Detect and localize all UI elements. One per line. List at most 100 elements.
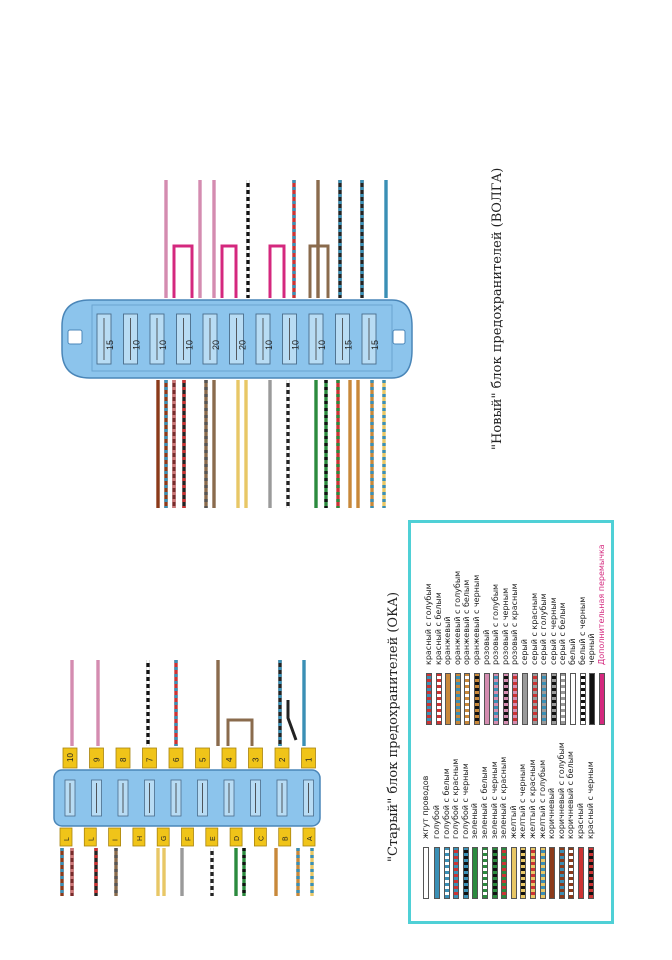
old-brown-bridge	[226, 718, 254, 746]
legend-right-swatch	[598, 673, 605, 725]
old-top-bend	[286, 700, 298, 741]
legend-left-label: красный	[576, 803, 585, 839]
new-block-mount-hole-left	[67, 329, 83, 345]
legend-left-label: желтый	[508, 805, 518, 839]
new-fuse-number: 20	[211, 340, 221, 350]
legend-right-label: белый	[568, 638, 577, 665]
legend-left-swatch	[434, 847, 440, 899]
new-brown-bridge	[308, 244, 330, 298]
old-bottom-terminal	[108, 827, 121, 847]
legend-left-swatch	[453, 847, 460, 899]
legend-left-swatch	[472, 847, 479, 899]
legend-right-swatch	[426, 673, 432, 725]
old-bottom-terminal	[181, 827, 194, 847]
legend-left-swatch	[558, 847, 565, 899]
new-fuse-number: 20	[238, 340, 248, 350]
old-bottom-label: E	[210, 836, 217, 841]
legend-right-label: розовый с красным	[510, 583, 520, 665]
old-bottom-terminal	[253, 827, 267, 847]
legend-left-label: голубой с черным	[460, 763, 470, 839]
legend-right-swatch	[579, 673, 586, 725]
legend-right-label: красный с голубым	[424, 583, 433, 665]
legend-right-label: серый с голубым	[539, 593, 549, 665]
legend-right-label: розовый с черным	[500, 587, 510, 665]
old-block-caption: "Старый" блок предохранителей (ОКА)	[386, 591, 401, 862]
legend-left-label: зеленый с красным	[499, 756, 509, 839]
legend-right-label: оранжевый с голубым	[452, 570, 462, 665]
old-top-terminal	[62, 747, 78, 769]
legend-right-label: белый с черным	[577, 596, 587, 665]
old-top-terminal	[221, 747, 237, 769]
old-top-label: 7	[146, 757, 155, 762]
new-fuse-number: 10	[185, 340, 195, 350]
new-jumper	[172, 244, 194, 298]
legend-left-label: желтый с черным	[518, 763, 528, 839]
legend-right-swatch	[483, 673, 490, 725]
old-bottom-label: C	[258, 836, 265, 841]
legend-right-swatch	[531, 673, 538, 725]
legend-left-swatch	[482, 847, 488, 899]
old-bottom-label: F	[186, 837, 193, 841]
legend-right-label: оранжевый с черным	[472, 574, 481, 665]
legend-left-label: голубой с белым	[441, 768, 451, 839]
legend-right-label: оранжевый с белым	[462, 579, 472, 665]
old-top-label: 6	[172, 757, 181, 762]
legend-left-label: зеленый с черным	[489, 761, 499, 839]
old-top-terminal	[274, 747, 290, 769]
new-fuse-number: 15	[370, 340, 380, 350]
legend-left-swatch	[462, 847, 469, 899]
legend-right-label: оранжевый	[443, 616, 453, 665]
legend-right-label: серый	[520, 639, 529, 665]
legend-left-label: голубой с красным	[451, 758, 461, 839]
legend-left-swatch	[539, 847, 546, 899]
old-bottom-label: G	[161, 836, 168, 841]
legend-harness-swatch	[423, 847, 429, 899]
new-block-mount-hole-right	[392, 329, 406, 345]
legend-left-swatch	[578, 847, 584, 899]
legend-left-swatch	[520, 847, 527, 899]
legend-left-label: коричневый с голубым	[556, 742, 566, 839]
legend-right-label: серый с белым	[558, 602, 568, 665]
new-fuse-number: 10	[132, 340, 142, 350]
legend-left-swatch	[530, 847, 536, 899]
legend-right-label: розовый с голубым	[491, 583, 501, 665]
old-bottom-label: B	[283, 836, 290, 841]
legend-right-label: красный с белым	[433, 592, 443, 665]
old-bottom-terminal	[156, 827, 170, 847]
old-bottom-label: H	[137, 836, 144, 841]
new-fuse-number: 10	[264, 340, 274, 350]
old-bottom-label: L	[88, 837, 95, 841]
legend-right-swatch	[493, 673, 500, 725]
legend-right-swatch	[560, 673, 567, 725]
old-top-label: 1	[305, 757, 314, 762]
legend-right-swatch	[445, 673, 452, 725]
old-top-label: 2	[278, 757, 287, 762]
legend-left-title: жгут проводов	[421, 775, 430, 839]
old-bottom-label: I	[113, 839, 120, 841]
old-top-terminal	[115, 747, 131, 769]
legend-left-label: голубой	[432, 805, 441, 839]
old-top-terminal	[89, 747, 104, 769]
legend-right-swatch	[435, 673, 442, 725]
old-bottom-terminal	[59, 827, 73, 847]
old-bottom-terminal	[132, 827, 146, 847]
old-bottom-terminal	[83, 827, 97, 847]
new-fuse-number: 10	[158, 340, 168, 350]
legend-left-swatch	[501, 847, 508, 899]
legend-right-swatch	[570, 673, 576, 725]
old-bottom-terminal	[278, 827, 292, 847]
old-top-label: 9	[93, 757, 102, 762]
new-block-inner-frame	[91, 304, 393, 372]
legend-left-swatch	[587, 847, 594, 899]
old-top-terminal	[142, 747, 157, 769]
legend-right-swatch	[541, 673, 548, 725]
old-bottom-label: A	[307, 836, 314, 841]
old-top-label: 5	[199, 757, 208, 762]
legend-left-label: красный с черным	[585, 761, 595, 839]
legend-right-swatch	[512, 673, 519, 725]
legend-right-swatch	[522, 673, 528, 725]
legend-right-swatch	[454, 673, 461, 725]
old-top-terminal	[248, 747, 263, 769]
legend-right-label: розовый	[481, 629, 491, 665]
